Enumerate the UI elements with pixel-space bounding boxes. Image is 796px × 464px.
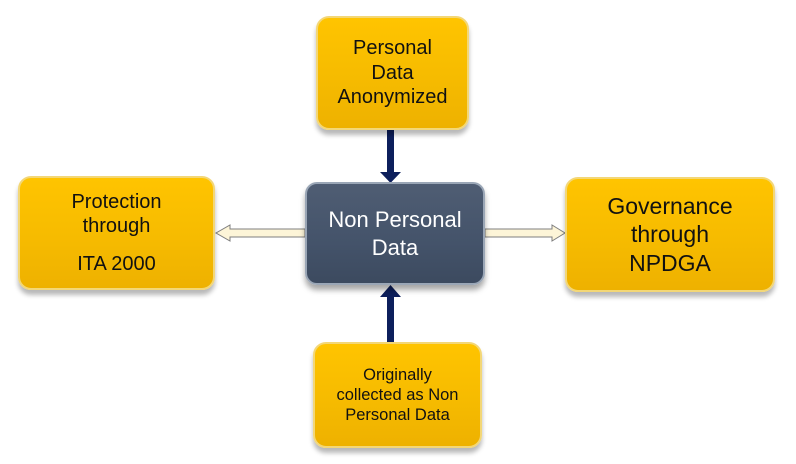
node-personal-data-anonymized: Personal Data Anonymized [316,16,469,130]
arrow-bottom-to-center [380,285,401,343]
node-bottom-line-1: Originally [363,365,432,384]
node-top-line-3: Anonymized [337,86,448,109]
arrow-center-to-right [484,224,566,242]
node-right-line-2: through [630,221,709,248]
node-left-line-1: Protection [71,190,162,213]
node-top-line-2: Data [371,61,414,84]
node-left-line-3: ITA 2000 [77,252,156,275]
node-non-personal-data: Non Personal Data [305,182,485,285]
node-governance-through-npdga: Governance through NPDGA [565,177,775,292]
node-center-line-2: Data [371,234,419,260]
node-protection-through-ita: Protection through ITA 2000 [18,176,215,290]
node-left-line-2: through [82,215,151,238]
node-right-line-1: Governance [607,193,733,220]
node-top-line-1: Personal [353,37,432,60]
arrow-center-to-left [214,224,306,242]
node-bottom-line-2: collected as Non [336,385,459,404]
node-right-line-3: NPDGA [629,249,711,276]
node-center-line-1: Non Personal [328,207,462,233]
node-originally-collected: Originally collected as Non Personal Dat… [313,342,482,448]
arrow-top-to-center [380,130,401,183]
node-bottom-line-3: Personal Data [345,406,450,425]
